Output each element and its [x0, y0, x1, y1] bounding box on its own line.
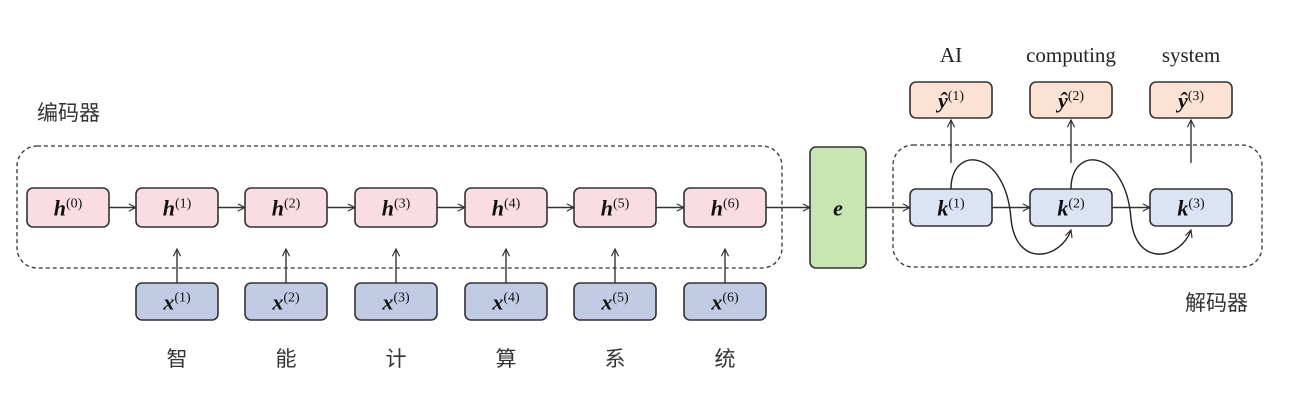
encoder-hidden-state-6: h(6)	[683, 187, 767, 228]
decoder-hidden-state-1-label: k(1)	[937, 196, 965, 221]
decoder-output-2-label: ŷ(2)	[1055, 88, 1084, 113]
encoder-hidden-state-5: h(5)	[573, 187, 657, 228]
encoder-hidden-state-4-label: h(4)	[492, 196, 521, 221]
feedback-curve-2-to-3	[1070, 159, 1191, 255]
output-word-1: AI	[940, 43, 962, 67]
decoder-output-3-label: ŷ(3)	[1175, 88, 1204, 113]
encoder-hidden-state-0: h(0)	[26, 187, 110, 228]
input-token-4: 算	[496, 347, 517, 371]
encoder-input-1: x(1)	[135, 282, 219, 321]
decoder-output-3-shape	[1149, 81, 1233, 119]
encoder-hidden-state-5-label: h(5)	[601, 196, 630, 221]
encoder-hidden-state-3-label: h(3)	[382, 196, 411, 221]
encoder-input-6-label: x(6)	[710, 290, 739, 315]
encoder-input-1-label: x(1)	[162, 290, 191, 315]
decoder-output-2-shape	[1029, 81, 1113, 119]
input-token-2: 能	[276, 347, 297, 371]
input-token-1: 智	[167, 347, 188, 371]
output-word-2: computing	[1026, 43, 1116, 67]
decoder-output-2: ŷ(2)	[1029, 81, 1113, 119]
decoder-hidden-state-2-label: k(2)	[1057, 196, 1085, 221]
encoder-input-5-label: x(5)	[600, 290, 629, 315]
encoder-hidden-state-0-label: h(0)	[54, 196, 83, 221]
encoder-input-4-label: x(4)	[491, 290, 520, 315]
encoder-hidden-state-1-label: h(1)	[163, 196, 192, 221]
decoder-hidden-state-3-label: k(3)	[1177, 196, 1205, 221]
encoder-input-3-label: x(3)	[381, 290, 410, 315]
context-vector-e-label: e	[833, 196, 843, 221]
output-word-3: system	[1162, 43, 1220, 67]
encoder-hidden-state-2: h(2)	[244, 187, 328, 228]
encoder-input-4: x(4)	[464, 282, 548, 321]
encoder-container	[16, 145, 783, 269]
encoder-hidden-state-3: h(3)	[354, 187, 438, 228]
encoder-hidden-state-4: h(4)	[464, 187, 548, 228]
encoder-hidden-state-2-label: h(2)	[272, 196, 301, 221]
encoder-hidden-state-6-label: h(6)	[711, 196, 740, 221]
decoder-output-1: ŷ(1)	[909, 81, 993, 119]
decoder-output-1-label: ŷ(1)	[935, 88, 964, 113]
input-token-5: 系	[605, 347, 626, 371]
input-token-6: 统	[715, 347, 736, 371]
encoder-hidden-state-1: h(1)	[135, 187, 219, 228]
feedback-curve-1-to-2	[950, 159, 1071, 255]
input-token-3: 计	[386, 347, 407, 371]
encoder-input-2-label: x(2)	[271, 290, 300, 315]
decoder-hidden-state-2: k(2)	[1029, 188, 1113, 227]
decoder-output-1-shape	[909, 81, 993, 119]
decoder-output-3: ŷ(3)	[1149, 81, 1233, 119]
encoder-input-5: x(5)	[573, 282, 657, 321]
context-vector-e: e	[809, 146, 867, 269]
decoder-container	[892, 144, 1263, 268]
encoder-input-6: x(6)	[683, 282, 767, 321]
encoder-label: 编码器	[37, 101, 100, 125]
decoder-hidden-state-1: k(1)	[909, 188, 993, 227]
decoder-hidden-state-3: k(3)	[1149, 188, 1233, 227]
encoder-input-3: x(3)	[354, 282, 438, 321]
decoder-label: 解码器	[1185, 291, 1248, 315]
encoder-input-2: x(2)	[244, 282, 328, 321]
